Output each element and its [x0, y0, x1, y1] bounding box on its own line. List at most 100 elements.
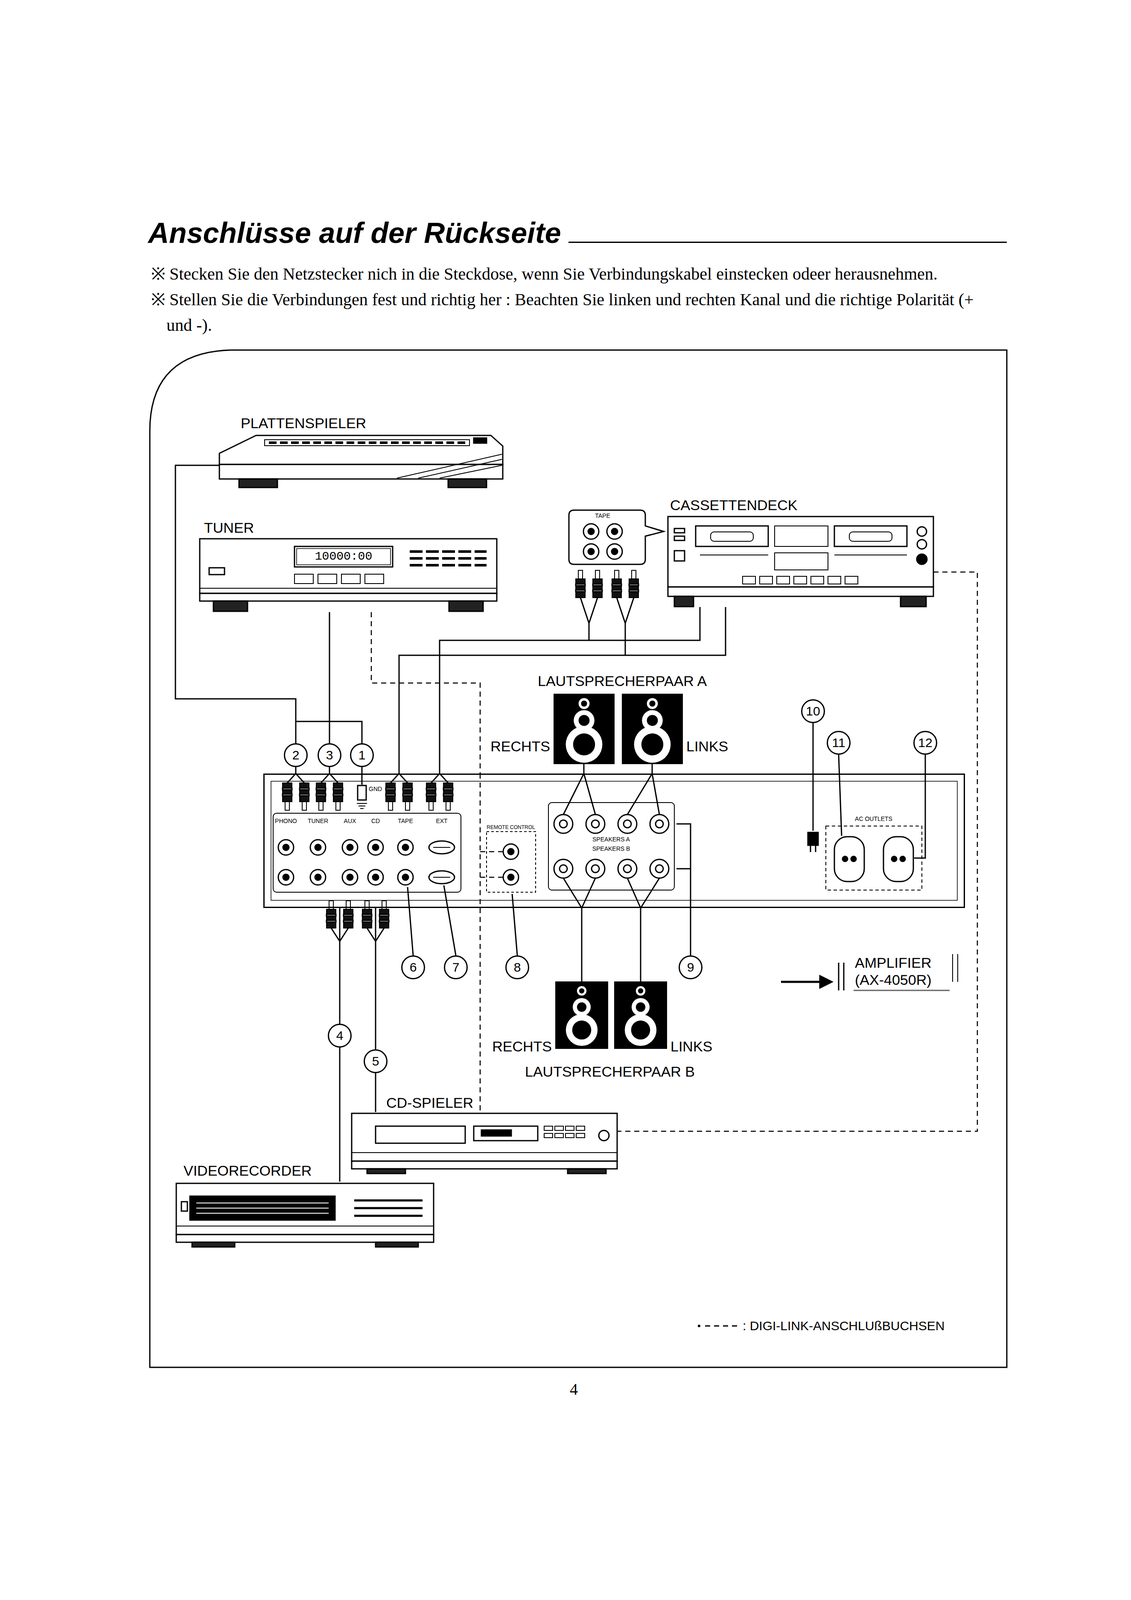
- jack-label: EXT: [426, 817, 457, 825]
- amplifier-panel-drawing: [310, 839, 326, 855]
- speaker-ring: [635, 985, 646, 996]
- outlet-label: AC OUTLETS: [843, 815, 904, 823]
- amplifier-panel-drawing: [563, 773, 660, 908]
- jack-label: TUNER: [300, 817, 336, 825]
- amplifier-panel-drawing: [310, 869, 326, 885]
- device-label: AMPLIFIER (AX-4050R): [854, 953, 958, 989]
- page-frame: [149, 349, 1007, 1368]
- connectors: [175, 465, 978, 1182]
- cassette-rear-callout: [568, 510, 664, 565]
- speaker: LINKS: [614, 981, 668, 1049]
- callout-number: 8: [505, 955, 530, 980]
- tuner-drawing: [409, 550, 487, 553]
- amplifier-panel-drawing: [385, 782, 396, 811]
- digi-link-line: [479, 907, 481, 1112]
- amplifier-panel-drawing: [825, 825, 922, 890]
- digi-link-line: [371, 612, 481, 774]
- video-recorder-drawing: [375, 1241, 419, 1247]
- speaker-ring: [573, 733, 595, 755]
- cassette-deck-drawing: [827, 576, 841, 584]
- video-recorder-drawing: [181, 1201, 188, 1211]
- cassette-deck-drawing: [742, 576, 756, 584]
- cassette-deck-drawing: [674, 536, 685, 541]
- amplifier-panel-drawing: [271, 781, 958, 901]
- video-recorder-drawing: [176, 1183, 434, 1235]
- cassette-deck-drawing: [845, 576, 858, 584]
- cable: [640, 907, 642, 982]
- tuner-drawing: [341, 574, 361, 584]
- cd-player-drawing: [565, 1133, 575, 1138]
- turntable-drawing: [239, 478, 278, 488]
- turntable-drawing: [264, 439, 470, 446]
- amplifier-panel-drawing: [428, 870, 455, 884]
- legend-row: : DIGI-LINK-ANSCHLUßBUCHSEN: [695, 1317, 945, 1334]
- amplifier-panel-drawing: [426, 782, 436, 811]
- speaker-ring: [578, 714, 590, 726]
- cassette-deck-drawing: [667, 516, 934, 587]
- cassette-deck-drawing: [810, 576, 824, 584]
- jack-label: GND: [368, 785, 382, 793]
- amplifier-panel-drawing: [617, 814, 637, 834]
- speaker: RECHTS: [555, 981, 609, 1049]
- tuner-drawing: [199, 593, 497, 601]
- tuner-drawing: [409, 551, 487, 566]
- amplifier-panel-drawing: [807, 832, 819, 846]
- amplifier-panel-drawing: [397, 869, 414, 885]
- callout-number: 2: [283, 743, 308, 767]
- cassette-rear-callout: [629, 570, 639, 598]
- cassette-deck-drawing: [776, 576, 790, 584]
- amplifier-panel-drawing: [333, 782, 343, 811]
- amplifier-panel-drawing: [357, 785, 367, 800]
- model-marker: [781, 953, 958, 991]
- cable: [375, 907, 377, 1112]
- model-marker: [819, 974, 834, 989]
- amplifier-panel-drawing: [282, 782, 292, 811]
- cd-player-drawing: [554, 1125, 564, 1131]
- tuner-drawing: [317, 574, 337, 584]
- turntable-drawing: [219, 464, 503, 479]
- cassette-deck-drawing: [674, 596, 694, 607]
- leader-lines: [512, 893, 518, 956]
- cd-player: CD-SPIELER: [351, 1111, 618, 1174]
- speaker-ring: [635, 1002, 646, 1012]
- amplifier-panel-drawing: [548, 802, 675, 890]
- speaker: RECHTS: [553, 693, 615, 764]
- amplifier-panel-drawing: [842, 856, 848, 862]
- leader-lines: [361, 766, 363, 785]
- tuner-drawing: [199, 538, 497, 612]
- group-label: LAUTSPRECHERPAAR B: [524, 1062, 695, 1080]
- amplifier-panel-drawing: [851, 856, 857, 862]
- video-recorder-drawing: [192, 1241, 235, 1247]
- speaker-ring: [649, 700, 656, 707]
- cable: [175, 465, 296, 774]
- model-marker: [952, 953, 954, 982]
- device-label: CD-SPIELER: [386, 1093, 474, 1111]
- amplifier-panel-drawing: [553, 859, 573, 878]
- callout-number: 11: [826, 730, 851, 755]
- jack-label: REMOTE CONTROL: [483, 823, 539, 831]
- note: ※ Stellen Sie die Verbindungen fest und …: [151, 286, 1003, 339]
- cassette-deck-drawing: [667, 516, 934, 607]
- amplifier-panel-drawing: [278, 839, 294, 855]
- amplifier-panel-drawing: [356, 803, 368, 809]
- callout-number: 1: [349, 743, 374, 767]
- cassette-deck-drawing: [710, 531, 754, 542]
- amplifier-panel-drawing: [900, 856, 906, 862]
- leader-lines: [812, 722, 814, 831]
- cd-player-drawing: [351, 1113, 618, 1161]
- amplifier-panel-drawing: [650, 814, 669, 834]
- turntable-drawing: [448, 478, 487, 488]
- page-title: Anschlüsse auf der Rückseite: [148, 215, 561, 250]
- cassette-deck-drawing: [849, 531, 892, 542]
- cassette-deck-drawing: [917, 539, 927, 549]
- cassette-rear-callout: [575, 570, 586, 598]
- tuner-drawing: [213, 600, 248, 612]
- tuner-drawing: [409, 563, 487, 567]
- model-marker: [843, 962, 845, 991]
- model-marker: [957, 953, 959, 982]
- speaker-ring: [641, 733, 664, 755]
- speaker-cones: [621, 693, 683, 764]
- cd-player-drawing: [565, 1125, 575, 1131]
- tuner-drawing: [294, 574, 314, 584]
- cassette-deck-drawing: [793, 576, 807, 584]
